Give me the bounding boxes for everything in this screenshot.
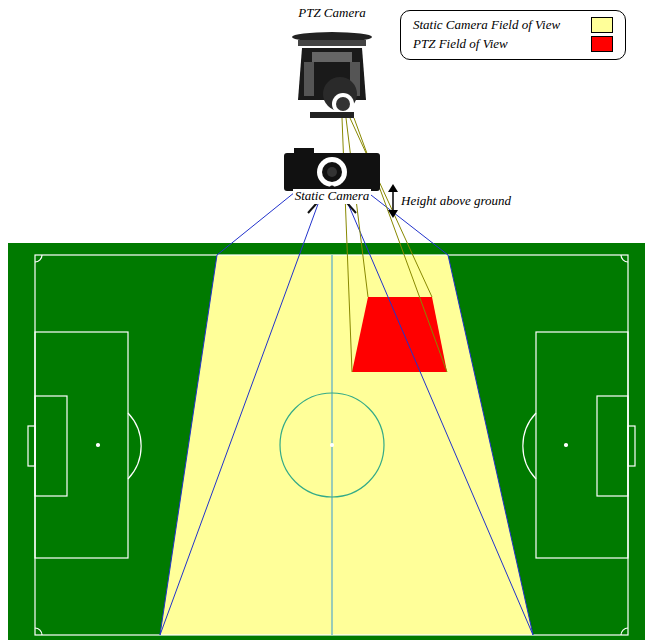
ptz-camera-icon (292, 32, 372, 118)
legend-row: Static Camera Field of View (413, 16, 617, 34)
legend-box: Static Camera Field of ViewPTZ Field of … (400, 10, 626, 60)
pitch-lines (28, 255, 635, 635)
camera-label: PTZ Camera (298, 6, 366, 21)
legend-row: PTZ Field of View (413, 35, 617, 53)
legend-text: Static Camera Field of View (413, 17, 560, 33)
pitch-ground (8, 243, 645, 640)
static-fov (160, 255, 533, 635)
height-arrow (388, 184, 398, 218)
static-fov-lines (160, 185, 533, 635)
static-camera-icon (284, 148, 380, 213)
legend-swatch (591, 36, 613, 52)
legend-text: PTZ Field of View (413, 36, 508, 52)
legend-swatch (591, 17, 613, 33)
dimension-label: Height above ground (401, 194, 511, 209)
camera-label: Static Camera (293, 189, 372, 204)
